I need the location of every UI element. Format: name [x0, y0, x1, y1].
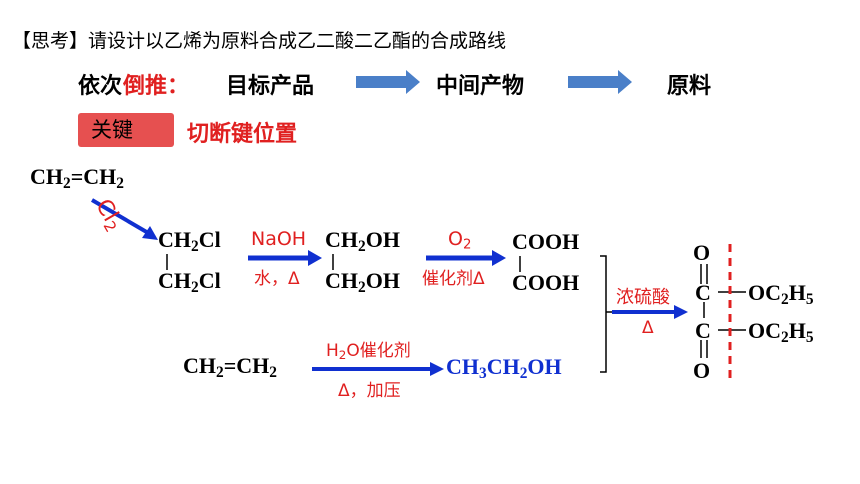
esterify-label: 浓硫酸 [616, 287, 670, 308]
hydration-label: H2O催化剂 [326, 341, 411, 362]
naoh-condition: 水，Δ [254, 269, 300, 289]
order-prefix: 依次 [78, 74, 123, 99]
ester-group-bottom: OC2H5 [748, 318, 814, 346]
hydration-arrowhead [430, 362, 444, 376]
o2-condition: 催化剂Δ [422, 269, 485, 289]
merge-bracket [600, 255, 607, 373]
ester-o-top: O [693, 240, 711, 265]
hydration-condition: Δ，加压 [338, 381, 401, 401]
block-arrow-2 [568, 70, 632, 94]
order-key: 倒推： [123, 74, 190, 99]
dichloro-top: CH2Cl [158, 227, 221, 255]
diol-top: CH2OH [325, 227, 400, 255]
o2-label: O2 [448, 228, 472, 253]
dichloro-bottom: CH2Cl [158, 268, 221, 296]
cl2-arrowhead [142, 226, 158, 240]
raw-material: 原料 [667, 74, 712, 99]
target-product: 目标产品 [226, 74, 315, 99]
key-label: 关键 [91, 118, 133, 142]
cl2-arrow [90, 198, 152, 236]
acid-top: COOH [512, 229, 580, 254]
esterify-condition: Δ [642, 318, 654, 338]
intermediate: 中间产物 [436, 74, 525, 99]
ester-group-top: OC2H5 [748, 280, 814, 308]
ethylene-top: CH2=CH2 [30, 164, 124, 192]
naoh-label: NaOH [251, 228, 307, 250]
diol-bottom: CH2OH [325, 268, 400, 296]
o2-arrowhead [492, 250, 506, 266]
key-point: 切断键位置 [187, 122, 298, 147]
acid-bottom: COOH [512, 270, 580, 295]
ethanol: CH3CH2OH [446, 354, 562, 382]
ethylene-bottom: CH2=CH2 [183, 353, 277, 381]
ester-o-bottom: O [693, 358, 711, 383]
key-badge [78, 113, 174, 147]
esterify-arrowhead [674, 305, 688, 319]
question-title: 【思考】请设计以乙烯为原料合成乙二酸二乙酯的合成路线 [12, 30, 507, 52]
naoh-arrowhead [308, 250, 322, 266]
ester-c-bottom: C [695, 318, 711, 343]
block-arrow-1 [356, 70, 420, 94]
ester-c-top: C [695, 280, 711, 305]
